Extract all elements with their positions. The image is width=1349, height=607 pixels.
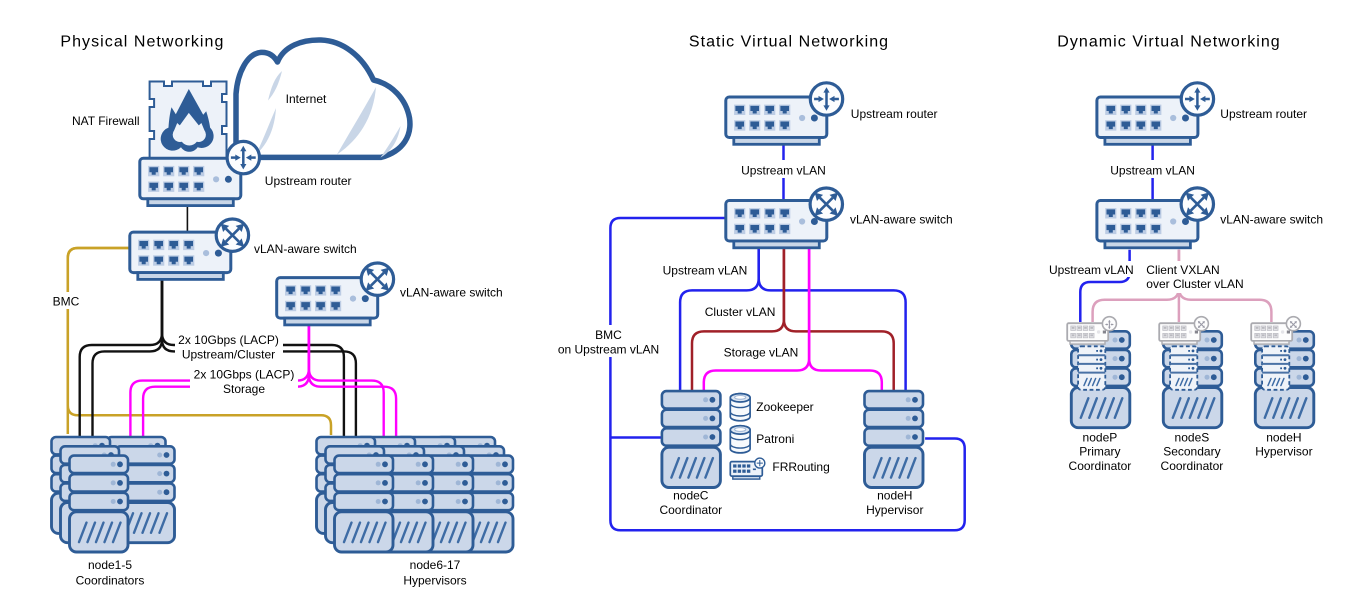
svg-text:Physical Networking: Physical Networking [60, 34, 224, 51]
svg-text:Upstream vLAN: Upstream vLAN [1049, 263, 1134, 277]
svg-text:Secondary: Secondary [1163, 445, 1220, 459]
svg-text:vLAN-aware switch: vLAN-aware switch [254, 242, 357, 256]
svg-text:Internet: Internet [286, 92, 327, 106]
svg-text:nodeC: nodeC [673, 489, 709, 503]
svg-text:Zookeeper: Zookeeper [756, 400, 813, 414]
svg-text:Hypervisor: Hypervisor [866, 503, 923, 517]
svg-text:Storage: Storage [223, 382, 265, 396]
svg-text:Upstream vLAN: Upstream vLAN [1110, 163, 1195, 177]
svg-text:vLAN-aware switch: vLAN-aware switch [400, 286, 503, 300]
svg-text:vLAN-aware switch: vLAN-aware switch [1220, 213, 1323, 227]
svg-text:Upstream vLAN: Upstream vLAN [663, 263, 748, 277]
svg-text:Coordinator: Coordinator [659, 503, 722, 517]
svg-text:Upstream/Cluster: Upstream/Cluster [182, 347, 275, 361]
svg-text:Coordinator: Coordinator [1161, 459, 1224, 473]
svg-text:node1-5: node1-5 [88, 558, 132, 572]
svg-text:Upstream router: Upstream router [1220, 107, 1307, 121]
svg-text:BMC: BMC [595, 328, 622, 342]
svg-text:Coordinators: Coordinators [76, 573, 145, 587]
svg-text:Coordinator: Coordinator [1069, 459, 1132, 473]
svg-text:Hypervisors: Hypervisors [403, 573, 466, 587]
svg-text:nodeH: nodeH [877, 489, 912, 503]
svg-text:Hypervisor: Hypervisor [1255, 445, 1312, 459]
svg-text:NAT Firewall: NAT Firewall [72, 114, 140, 128]
svg-text:FRRouting: FRRouting [772, 460, 829, 474]
svg-text:2x 10Gbps (LACP): 2x 10Gbps (LACP) [194, 368, 295, 382]
svg-text:Client VXLAN: Client VXLAN [1146, 263, 1219, 277]
svg-text:Primary: Primary [1079, 445, 1120, 459]
svg-text:node6-17: node6-17 [410, 558, 461, 572]
svg-text:vLAN-aware switch: vLAN-aware switch [850, 213, 953, 227]
svg-text:2x 10Gbps (LACP): 2x 10Gbps (LACP) [178, 333, 279, 347]
svg-text:over Cluster vLAN: over Cluster vLAN [1146, 277, 1243, 291]
svg-text:Storage vLAN: Storage vLAN [724, 345, 799, 359]
svg-text:Patroni: Patroni [756, 432, 794, 446]
svg-text:nodeH: nodeH [1266, 430, 1301, 444]
svg-text:Static Virtual Networking: Static Virtual Networking [689, 34, 889, 51]
svg-text:Upstream router: Upstream router [851, 107, 938, 121]
svg-text:nodeS: nodeS [1175, 430, 1210, 444]
svg-text:Cluster vLAN: Cluster vLAN [705, 305, 776, 319]
svg-text:nodeP: nodeP [1083, 430, 1118, 444]
svg-text:Upstream router: Upstream router [265, 174, 352, 188]
svg-text:Upstream vLAN: Upstream vLAN [741, 163, 826, 177]
svg-text:Dynamic Virtual Networking: Dynamic Virtual Networking [1057, 34, 1281, 51]
svg-text:BMC: BMC [53, 295, 80, 309]
svg-text:on Upstream vLAN: on Upstream vLAN [558, 343, 659, 357]
